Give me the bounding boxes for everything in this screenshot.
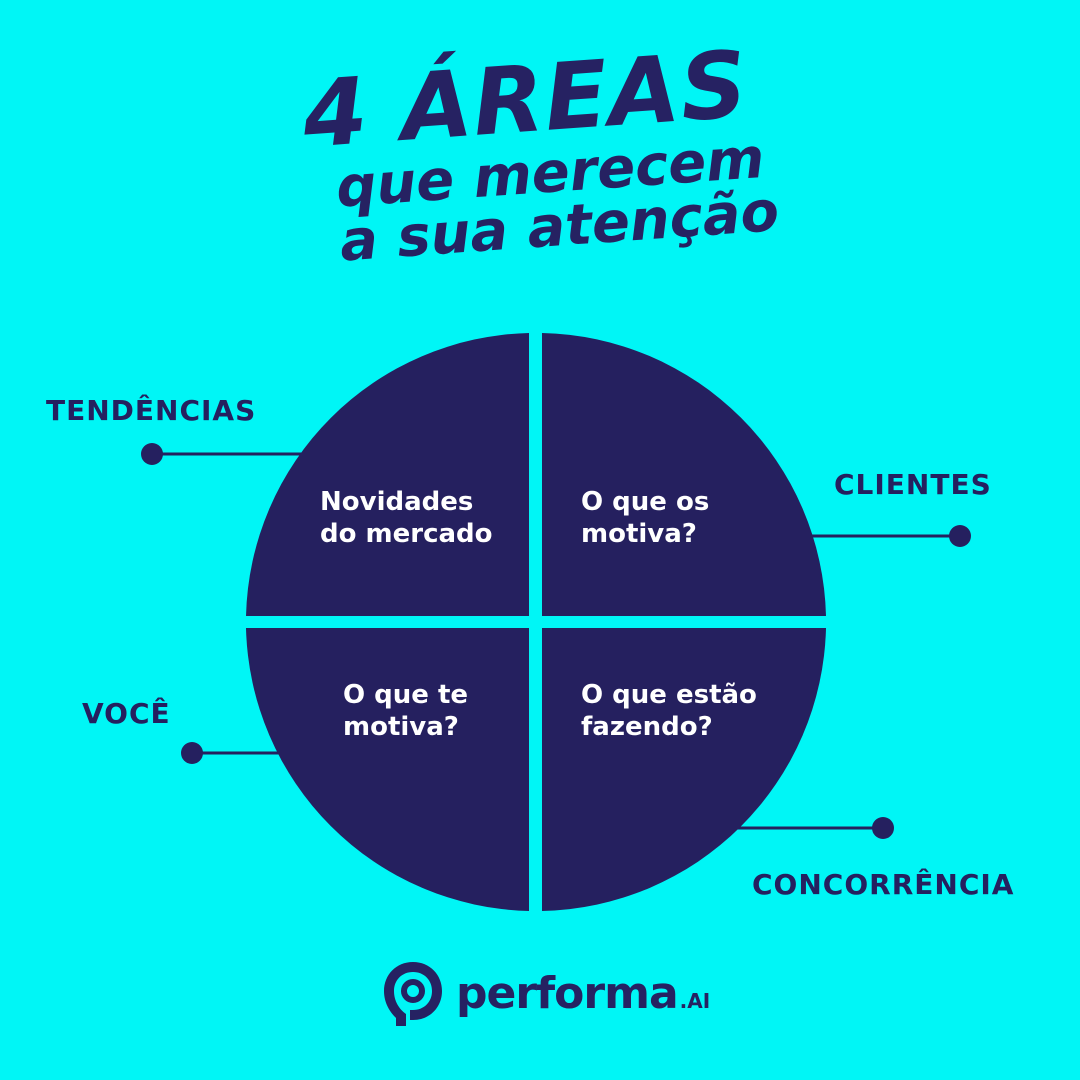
performa-logo: performa .AI [380, 958, 710, 1028]
quadrant-top-left [246, 333, 529, 616]
quadrant-text-bottom-right-line-1: O que estão [581, 680, 757, 710]
quadrant-text-top-right-line-2: motiva? [581, 519, 697, 549]
quadrant-text-top-left-line-2: do mercado [320, 519, 493, 549]
quadrant-text-top-left: Novidades do mercado [320, 487, 493, 549]
connector-tendencias [141, 443, 376, 465]
connector-clientes [736, 525, 971, 547]
quadrant-text-bottom-left: O que te motiva? [343, 680, 477, 742]
quadrant-text-bottom-right: O que estão fazendo? [581, 680, 766, 742]
label-tendencias: TENDÊNCIAS [46, 394, 257, 427]
quadrant-bottom-right [542, 628, 826, 911]
performa-logo-icon [384, 962, 442, 1026]
label-concorrencia: CONCORRÊNCIA [752, 868, 1015, 901]
connector-voce [181, 742, 416, 764]
quadrant-text-bottom-left-line-2: motiva? [343, 712, 459, 742]
connector-concorrencia [660, 817, 894, 839]
logo-name: performa [456, 967, 679, 1019]
label-clientes: CLIENTES [834, 468, 992, 501]
quadrant-text-bottom-right-line-2: fazendo? [581, 712, 713, 742]
quadrant-text-top-right-line-1: O que os [581, 487, 709, 517]
label-voce: VOCÊ [82, 697, 171, 730]
quadrant-top-right [542, 333, 826, 616]
logo-suffix: .AI [679, 989, 711, 1013]
quadrant-text-bottom-left-line-1: O que te [343, 680, 468, 710]
quadrant-text-top-right: O que os motiva? [581, 487, 718, 549]
quadrant-bottom-left [246, 628, 529, 911]
quadrant-text-top-left-line-1: Novidades [320, 487, 473, 517]
